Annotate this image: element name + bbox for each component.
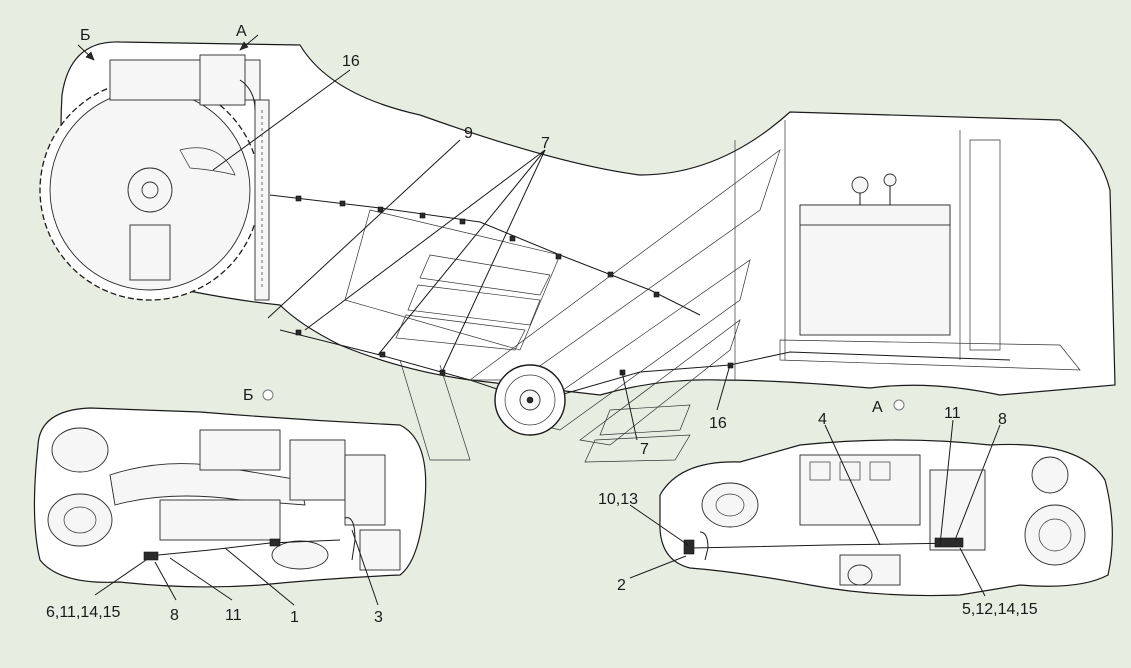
callout-11-right: 11 <box>944 405 961 422</box>
callout-2: 2 <box>617 577 626 594</box>
callout-4: 4 <box>818 411 827 428</box>
callout-5-12-14-15: 5,12,14,15 <box>962 601 1038 618</box>
connector-b <box>143 551 159 561</box>
callout-11-left: 11 <box>225 607 242 624</box>
harness-cable-a <box>691 542 961 549</box>
view-arrows <box>77 34 259 61</box>
panel-slots <box>395 254 551 351</box>
callout-6-11-14-15: 6,11,14,15 <box>46 604 121 621</box>
cab-equipment <box>779 120 1081 371</box>
detail-a-title: А <box>872 399 883 416</box>
lower-panels <box>584 404 691 463</box>
callout-1: 1 <box>290 609 299 626</box>
callout-16-top: 16 <box>342 53 360 70</box>
connector-a <box>934 537 964 548</box>
detail-b-title: Б <box>243 387 254 404</box>
sensor-a <box>683 539 695 555</box>
side-panel <box>344 209 561 351</box>
drum-cutout <box>179 147 236 176</box>
detail-view-a: А <box>659 399 1113 597</box>
view-label-b: Б <box>80 27 91 44</box>
engine-block-b <box>47 427 401 571</box>
engine-block-a <box>701 454 1086 586</box>
intake-pipe <box>109 463 306 506</box>
control-knob <box>851 176 869 194</box>
drum-assembly <box>39 79 261 301</box>
harness-cable-b <box>147 539 341 557</box>
callout-3: 3 <box>374 609 383 626</box>
callout-10-13: 10,13 <box>598 491 638 508</box>
view-label-a: А <box>236 23 247 40</box>
cable-lower <box>279 329 501 391</box>
center-pulley <box>494 364 566 436</box>
upper-machinery <box>109 54 270 301</box>
callout-8-right: 8 <box>998 411 1007 428</box>
main-view <box>39 41 1116 463</box>
leader-lines <box>94 69 1001 606</box>
callouts: 16 9 7 16 7 4 11 8 10,13 2 5,12,14,15 6,… <box>46 53 1038 626</box>
detail-view-b: Б <box>33 387 427 588</box>
callout-8-left: 8 <box>170 607 179 624</box>
callout-16-mid: 16 <box>709 415 727 432</box>
drum-support <box>129 224 171 281</box>
detail-b-marker <box>262 389 274 401</box>
callout-7-top: 7 <box>541 135 550 152</box>
callout-9: 9 <box>464 125 473 142</box>
detail-a-marker <box>893 399 905 411</box>
cab-box <box>799 204 951 336</box>
drum-axle <box>141 181 159 199</box>
callout-7-mid: 7 <box>640 441 649 458</box>
